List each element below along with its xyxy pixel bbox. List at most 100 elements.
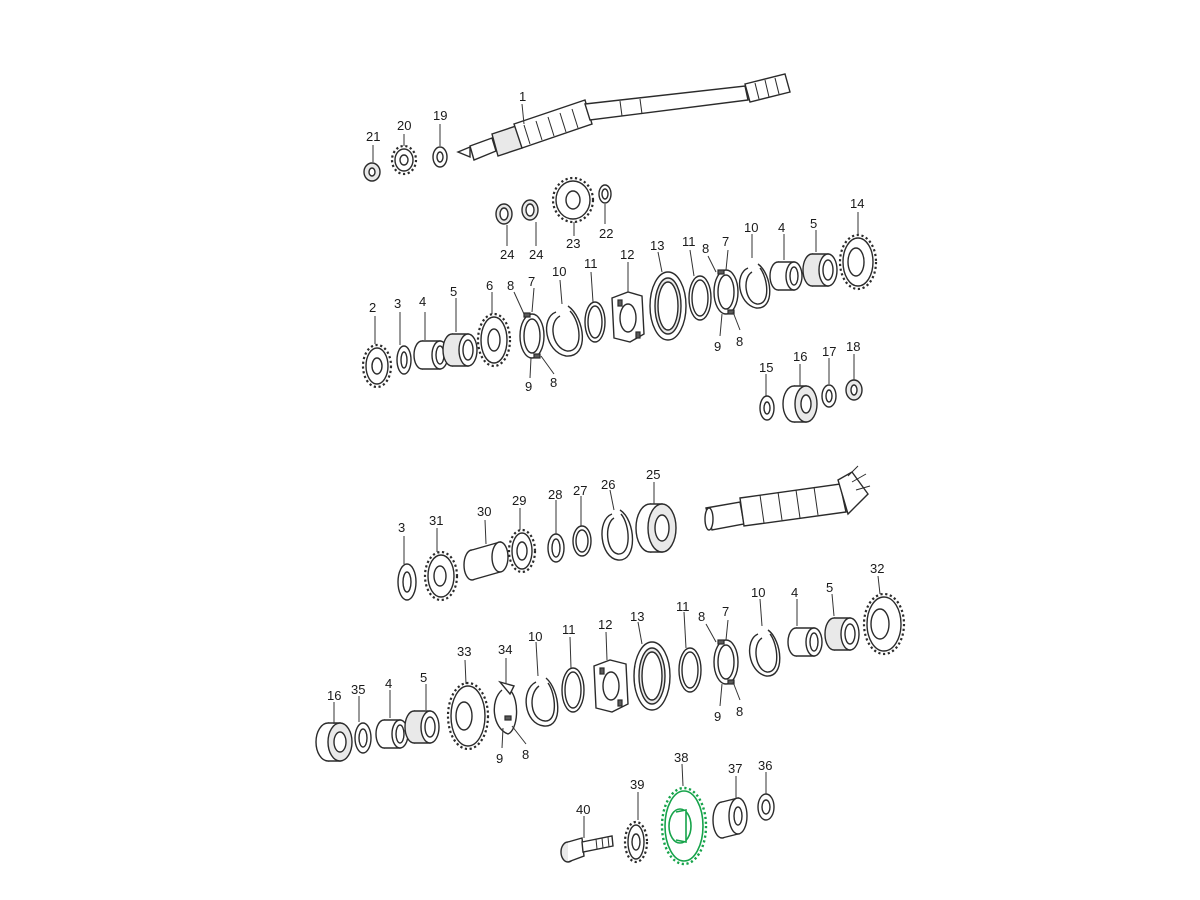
callout-19: 19 bbox=[433, 108, 447, 123]
gear-38-highlighted[interactable] bbox=[660, 786, 708, 866]
needle-bearing-24a[interactable] bbox=[495, 203, 513, 225]
callout-39: 39 bbox=[630, 777, 644, 792]
bushing-4c[interactable] bbox=[375, 719, 409, 749]
sleeve-13a[interactable] bbox=[649, 271, 687, 341]
snap-ring-10b[interactable] bbox=[738, 263, 771, 309]
gear-14[interactable] bbox=[838, 233, 878, 291]
callout-8e: 8 bbox=[522, 747, 529, 762]
pinion-shaft[interactable] bbox=[704, 465, 871, 531]
callout-13b: 13 bbox=[630, 609, 644, 624]
callout-31: 31 bbox=[429, 513, 443, 528]
callout-24a: 24 bbox=[500, 247, 514, 262]
gear-39[interactable] bbox=[623, 820, 649, 864]
bushing-4b[interactable] bbox=[769, 261, 803, 291]
bolt-40[interactable] bbox=[560, 835, 614, 863]
callout-15: 15 bbox=[759, 360, 773, 375]
bushing-4d[interactable] bbox=[787, 627, 823, 657]
callout-7b: 7 bbox=[722, 234, 729, 249]
retaining-ring-11b[interactable] bbox=[688, 275, 712, 321]
callout-22: 22 bbox=[599, 226, 613, 241]
callout-17: 17 bbox=[822, 344, 836, 359]
needle-bearing-5a[interactable] bbox=[442, 333, 478, 367]
callout-23: 23 bbox=[566, 236, 580, 251]
synchro-ring-7b[interactable] bbox=[713, 269, 739, 315]
nut-21[interactable] bbox=[363, 162, 381, 182]
gear-29[interactable] bbox=[507, 528, 537, 574]
callout-11c: 11 bbox=[562, 622, 576, 637]
callout-4c: 4 bbox=[385, 676, 392, 691]
callout-36: 36 bbox=[758, 758, 772, 773]
snap-ring-10c[interactable] bbox=[525, 677, 559, 727]
needle-bearing-5b[interactable] bbox=[802, 253, 838, 287]
ring-27[interactable] bbox=[572, 525, 592, 557]
washer-28[interactable] bbox=[547, 533, 565, 563]
gear-23[interactable] bbox=[551, 176, 595, 224]
gear-2[interactable] bbox=[361, 343, 393, 389]
callout-16a: 16 bbox=[793, 349, 807, 364]
callout-26: 26 bbox=[601, 477, 615, 492]
needle-bearing-24b[interactable] bbox=[521, 199, 539, 221]
sleeve-13b[interactable] bbox=[633, 641, 671, 711]
snap-ring-10d[interactable] bbox=[748, 629, 781, 677]
callout-10b: 10 bbox=[744, 220, 758, 235]
washer-22[interactable] bbox=[598, 184, 612, 204]
ball-bearing-25[interactable] bbox=[635, 503, 677, 553]
callout-33: 33 bbox=[457, 644, 471, 659]
callout-32: 32 bbox=[870, 561, 884, 576]
washer-3a[interactable] bbox=[396, 345, 412, 375]
callout-21: 21 bbox=[366, 129, 380, 144]
gear-31[interactable] bbox=[423, 550, 459, 602]
callout-35: 35 bbox=[351, 682, 365, 697]
gear-6[interactable] bbox=[476, 312, 512, 368]
callout-38: 38 bbox=[674, 750, 688, 765]
washer-19[interactable] bbox=[432, 146, 448, 168]
needle-bearing-5d[interactable] bbox=[824, 617, 860, 651]
callout-8d: 8 bbox=[736, 334, 743, 349]
gear-32[interactable] bbox=[862, 592, 906, 656]
callout-16b: 16 bbox=[327, 688, 341, 703]
ball-bearing-16b[interactable] bbox=[315, 722, 353, 762]
synchro-ring-34[interactable] bbox=[493, 680, 518, 735]
callout-10a: 10 bbox=[552, 264, 566, 279]
washer-15[interactable] bbox=[759, 395, 775, 421]
callout-20: 20 bbox=[397, 118, 411, 133]
callout-6: 6 bbox=[486, 278, 493, 293]
retaining-ring-11d[interactable] bbox=[678, 647, 702, 693]
callout-9a: 9 bbox=[525, 379, 532, 394]
main-shaft[interactable] bbox=[456, 73, 791, 161]
callout-9d: 9 bbox=[714, 709, 721, 724]
needle-bearing-5c[interactable] bbox=[404, 710, 440, 744]
synchro-hub-12b[interactable] bbox=[593, 659, 629, 713]
snap-ring-26[interactable] bbox=[601, 509, 634, 561]
washer-3b[interactable] bbox=[397, 563, 417, 601]
synchro-ring-7c[interactable] bbox=[713, 639, 739, 685]
callout-37: 37 bbox=[728, 761, 742, 776]
callout-8a: 8 bbox=[507, 278, 514, 293]
washer-17[interactable] bbox=[821, 384, 837, 408]
callout-3b: 3 bbox=[398, 520, 405, 535]
ball-bearing-16a[interactable] bbox=[782, 385, 818, 423]
callout-27: 27 bbox=[573, 483, 587, 498]
callout-8g: 8 bbox=[736, 704, 743, 719]
callout-4a: 4 bbox=[419, 294, 426, 309]
snap-ring-10a[interactable] bbox=[545, 305, 584, 357]
callout-1: 1 bbox=[519, 89, 526, 104]
callout-10d: 10 bbox=[751, 585, 765, 600]
spacer-30[interactable] bbox=[463, 541, 509, 581]
washer-35[interactable] bbox=[354, 722, 372, 754]
nut-18[interactable] bbox=[845, 379, 863, 401]
retaining-ring-11c[interactable] bbox=[561, 667, 585, 713]
callout-13a: 13 bbox=[650, 238, 664, 253]
callout-5b: 5 bbox=[810, 216, 817, 231]
callout-7c: 7 bbox=[722, 604, 729, 619]
synchro-ring-7a[interactable] bbox=[519, 312, 545, 359]
gear-33[interactable] bbox=[446, 681, 490, 751]
bushing-37[interactable] bbox=[712, 797, 748, 839]
retaining-ring-11a[interactable] bbox=[584, 301, 606, 343]
bushing-4a[interactable] bbox=[413, 340, 449, 370]
callout-9b: 9 bbox=[714, 339, 721, 354]
synchro-hub-12a[interactable] bbox=[611, 291, 645, 343]
gear-20[interactable] bbox=[390, 144, 418, 176]
callout-24b: 24 bbox=[529, 247, 543, 262]
washer-36[interactable] bbox=[757, 793, 775, 821]
